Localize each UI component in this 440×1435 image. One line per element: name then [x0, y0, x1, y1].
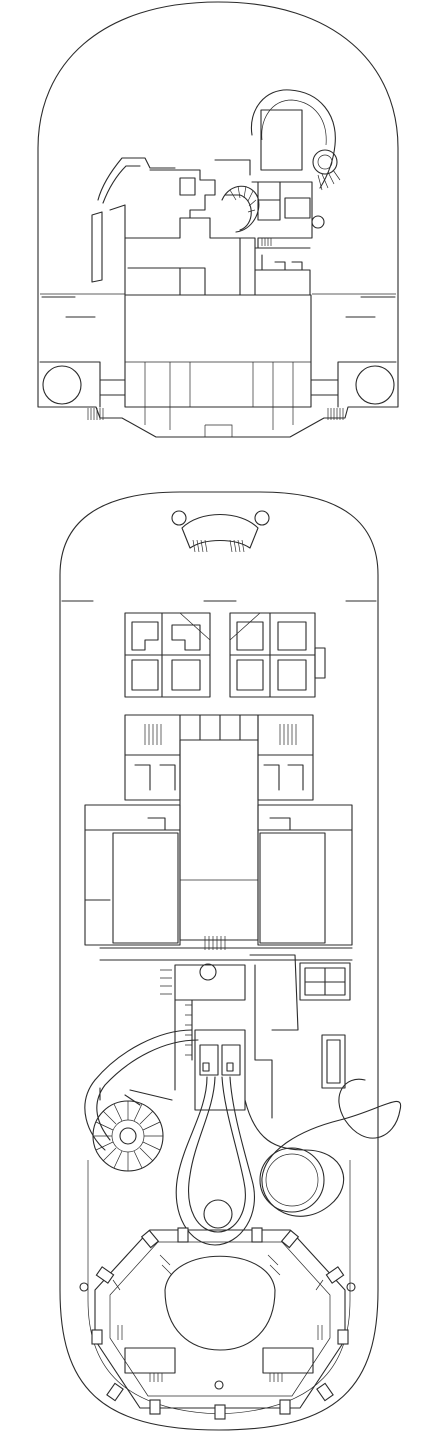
upper-superstructure: [124, 217, 311, 296]
lower-spiral-core: [119, 1127, 137, 1145]
lower-cabin-wedge-right: [229, 612, 261, 641]
upper-bow-lounge-inner: [261, 99, 327, 146]
upper-bollard-left: [42, 365, 82, 405]
lower-cabin-cluster-right: [229, 612, 316, 698]
stern-chair-hatch: [112, 1254, 324, 1340]
lower-central-spine: [179, 739, 259, 941]
waterslide-center: [175, 1076, 255, 1246]
upper-cabin-porthole: [311, 215, 325, 229]
waterslide-left: [84, 1029, 199, 1151]
upper-cabin-block: [251, 181, 313, 271]
stern-bitt-right: [346, 1282, 356, 1292]
stern-bitt-center: [214, 1380, 224, 1390]
lower-mid-column: [199, 963, 217, 981]
lower-main-cabin-left: [84, 804, 181, 946]
lower-bow-hatch: [192, 539, 245, 553]
stern-room-right: [262, 1347, 314, 1374]
upper-cabin-hatch: [261, 238, 272, 246]
lower-bow-windlass: [181, 513, 259, 549]
upper-rail-right: [312, 293, 396, 363]
waterslide-loop-right: [244, 1078, 402, 1217]
lower-spiral-mid: [111, 1119, 145, 1153]
stern-room-hatch: [149, 1373, 283, 1382]
upper-central-lines: [125, 361, 311, 437]
lower-cabin-wedge-left: [179, 612, 211, 641]
upper-spiral-stair: [221, 185, 260, 233]
upper-mid-rooms: [149, 159, 252, 231]
stern-deck-chairs: [91, 1227, 349, 1420]
upper-stern-steps: [87, 408, 344, 420]
lower-cabin-cluster-left: [124, 612, 211, 698]
upper-rail-left: [40, 293, 125, 363]
upper-spiral-hatch: [229, 185, 257, 213]
lower-side-locker: [314, 647, 326, 679]
lower-deck-hull: [59, 491, 379, 1431]
lower-stair-block-left: [124, 714, 181, 801]
upper-side-balcony: [91, 204, 126, 283]
lower-central-top: [179, 714, 259, 741]
lower-bow-bitt-left: [171, 510, 187, 526]
waterslide-center-pool: [203, 1199, 233, 1229]
upper-curved-walkway: [97, 157, 176, 204]
upper-bow-hatch: [317, 169, 341, 191]
lower-main-cabin-left-inner: [112, 832, 179, 944]
lower-cabin-stubs: [147, 817, 291, 831]
lower-pool-drain-a: [202, 1062, 210, 1072]
lower-pool-block: [194, 1029, 246, 1111]
lower-store-right: [299, 962, 351, 1001]
stern-pool: [164, 1255, 276, 1351]
lower-bow-bitt-right: [254, 510, 270, 526]
lower-spiral-rays: [93, 1101, 163, 1171]
lower-stair-hatch: [144, 724, 297, 745]
upper-side-bay-right: [310, 361, 397, 408]
upper-deck: [37, 1, 399, 438]
upper-rail-marks: [41, 296, 396, 318]
upper-side-bay-left: [39, 361, 126, 408]
lower-main-cabin-right-inner: [259, 832, 326, 944]
upper-bow-lounge: [250, 89, 336, 189]
waterslide-loop-ring-inner: [265, 1153, 319, 1207]
lower-main-cabin-right: [257, 804, 353, 946]
upper-bow-column-inner: [317, 154, 333, 170]
lower-store-ramp: [249, 954, 299, 1031]
lower-port-structure: [99, 1034, 346, 1106]
stern-bitt-left: [79, 1282, 89, 1292]
lower-pool-drain-b: [226, 1062, 234, 1072]
upper-deck-hull: [37, 1, 399, 438]
lower-deck: [59, 491, 402, 1431]
upper-bollard-right: [355, 365, 395, 405]
lower-mid-zone: [99, 947, 353, 1119]
upper-bow-column: [312, 149, 338, 175]
stern-deck-ring-inner: [109, 1241, 331, 1397]
waterslide-loop-ring: [259, 1147, 325, 1213]
upper-central-block: [124, 294, 312, 408]
stern-room-left: [124, 1347, 176, 1374]
upper-bow-room: [260, 109, 303, 171]
lower-mid-hatch: [160, 936, 226, 1056]
lower-stair-block-right: [257, 714, 314, 801]
